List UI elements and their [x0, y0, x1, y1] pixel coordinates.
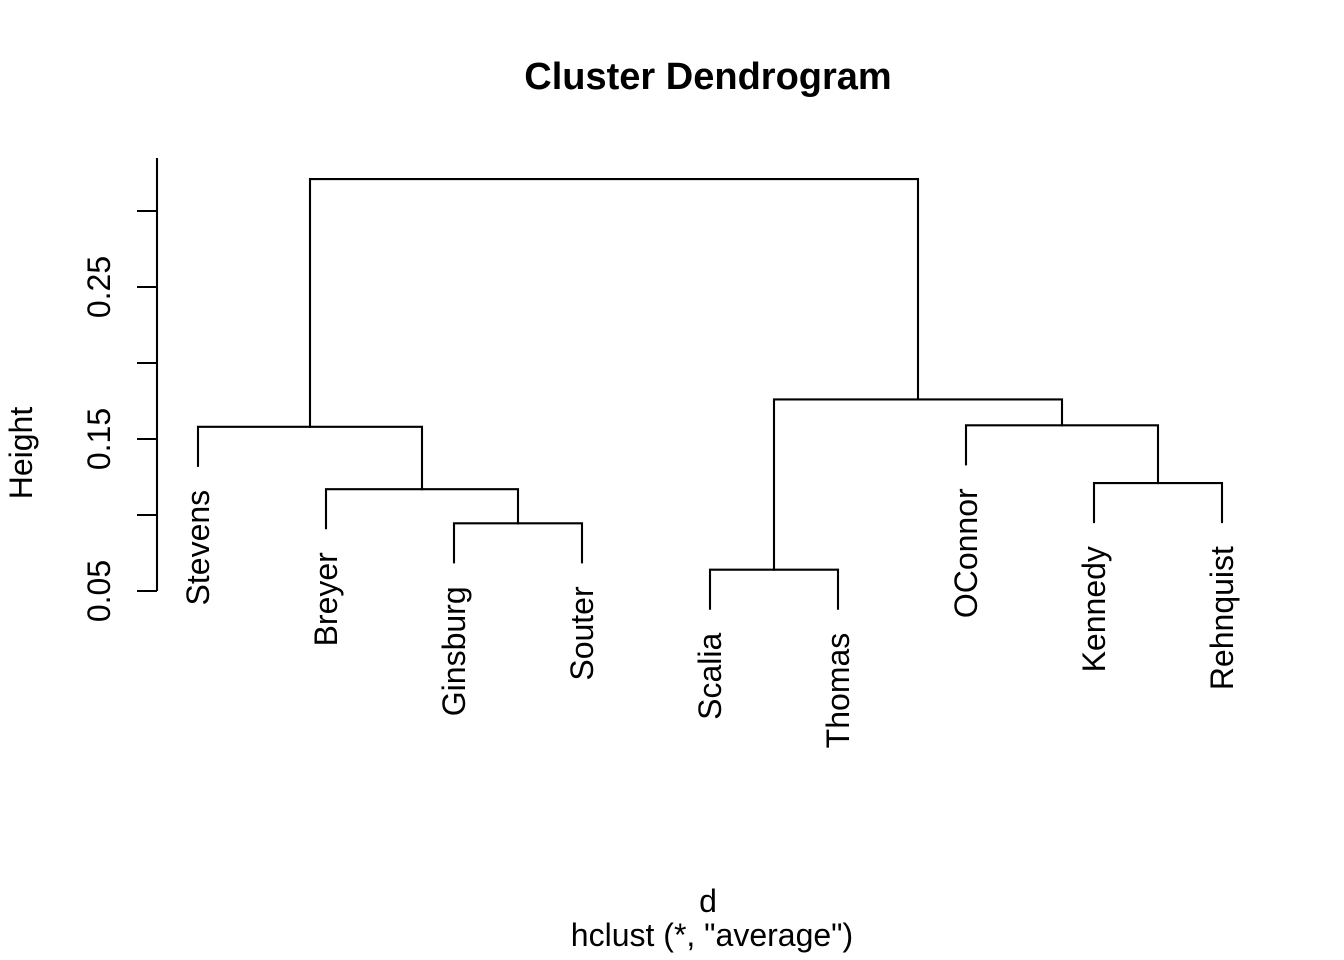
- leaf-label: Stevens: [180, 490, 216, 606]
- branch: [452, 522, 584, 564]
- plot-title: Cluster Dendrogram: [524, 56, 891, 98]
- y-axis: 0.05 0.15 0.25: [81, 158, 159, 622]
- leaf-label: Breyer: [308, 552, 344, 647]
- y-axis-tick-label: 0.25: [81, 256, 117, 318]
- leaf-label: OConnor: [948, 488, 984, 618]
- x-axis-label: d: [699, 883, 717, 919]
- branch: [708, 568, 840, 610]
- leaf-label: Ginsburg: [436, 586, 472, 716]
- branch: [196, 425, 424, 491]
- y-axis-tick-label: 0.05: [81, 560, 117, 622]
- branch: [1092, 482, 1224, 524]
- y-axis-label: Height: [3, 407, 39, 500]
- dendrogram-branches: [196, 178, 1224, 610]
- y-axis-tick-label: 0.15: [81, 408, 117, 470]
- leaf-label: Souter: [564, 586, 600, 681]
- branch: [308, 178, 920, 428]
- leaf-label: Scalia: [692, 633, 728, 720]
- leaf-label: Thomas: [820, 633, 856, 749]
- leaf-label: Rehnquist: [1204, 546, 1240, 690]
- leaf-label: Kennedy: [1076, 546, 1112, 672]
- subtitle-caption: hclust (*, "average"): [571, 917, 853, 953]
- branch: [964, 424, 1160, 485]
